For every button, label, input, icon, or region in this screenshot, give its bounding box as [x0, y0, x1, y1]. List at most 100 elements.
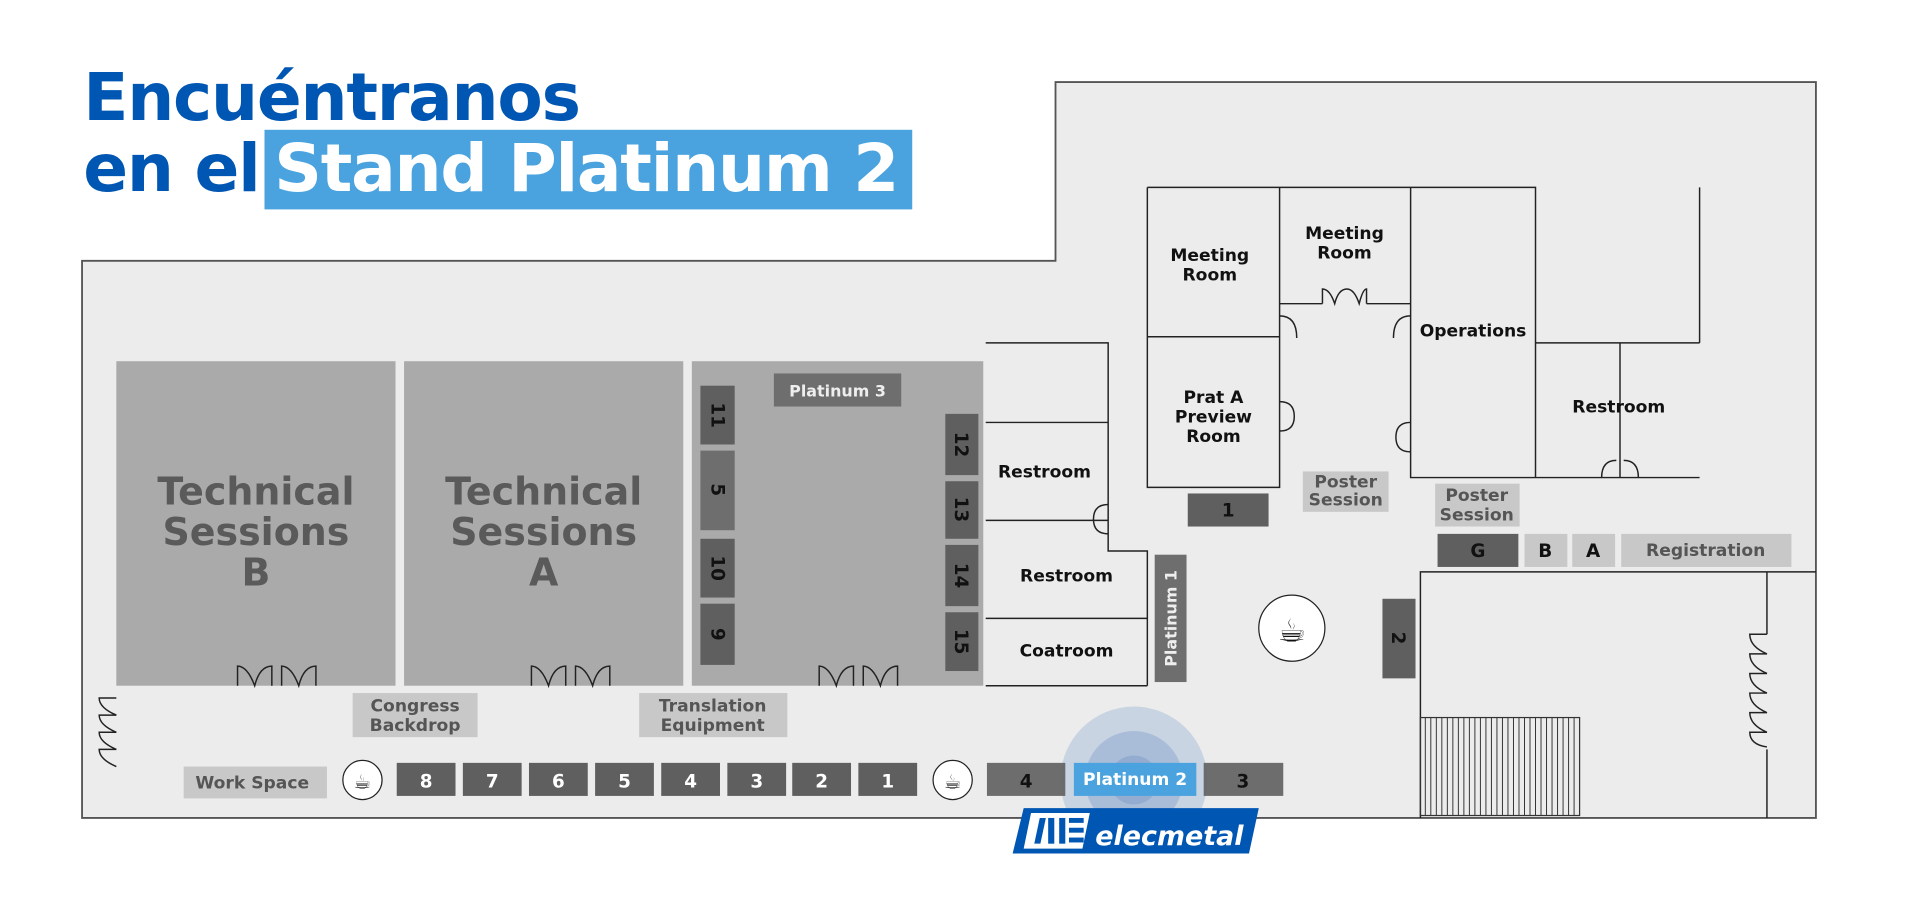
booth-b[interactable]: B: [1524, 533, 1568, 567]
svg-text:B: B: [1538, 541, 1552, 562]
elecmetal-logo: elecmetal: [1012, 808, 1259, 854]
svg-text:A: A: [529, 550, 559, 594]
svg-text:11: 11: [706, 402, 727, 428]
svg-text:9: 9: [706, 628, 727, 641]
booth-bottom-6[interactable]: 6: [528, 762, 588, 796]
svg-text:Session: Session: [1309, 491, 1383, 511]
svg-text:Technical: Technical: [157, 469, 354, 513]
svg-text:5: 5: [706, 483, 727, 496]
upper-rooms: [1146, 186, 1701, 489]
svg-text:7: 7: [486, 771, 499, 792]
coatroom-label: Coatroom: [1020, 641, 1114, 661]
work-space[interactable]: Work Space: [183, 766, 327, 799]
coffee-icon: ☕: [1258, 594, 1326, 662]
svg-text:4: 4: [1020, 771, 1033, 792]
booth-14[interactable]: 14: [945, 544, 979, 607]
prat-a-line3: Room: [1186, 427, 1241, 447]
svg-text:8: 8: [420, 771, 433, 792]
svg-text:Sessions: Sessions: [162, 510, 349, 554]
svg-text:14: 14: [950, 563, 971, 589]
booth-bottom-1[interactable]: 1: [858, 762, 918, 796]
svg-text:Platinum 2: Platinum 2: [1083, 770, 1187, 790]
meeting-room-2-line2: Room: [1317, 243, 1372, 263]
booth-13[interactable]: 13: [945, 481, 979, 539]
operations-label: Operations: [1420, 322, 1527, 342]
booth-center-1[interactable]: 1: [1187, 493, 1269, 527]
booth-bottom-5[interactable]: 5: [595, 762, 654, 796]
booth-9[interactable]: 9: [700, 603, 735, 665]
service-rooms: [985, 342, 1149, 687]
restroom-1-label: Restroom: [998, 463, 1091, 483]
svg-text:5: 5: [618, 771, 631, 792]
title-line-1: Encuéntranos: [83, 58, 581, 136]
booth-11[interactable]: 11: [700, 385, 735, 445]
booth-bottom-3[interactable]: 3: [727, 762, 787, 796]
svg-text:Translation: Translation: [659, 696, 767, 716]
platinum-3-label: Platinum 3: [789, 382, 886, 401]
svg-text:Poster: Poster: [1314, 472, 1377, 492]
booth-3-near-platinum-2[interactable]: 3: [1203, 762, 1284, 796]
svg-text:Congress: Congress: [370, 696, 459, 716]
title-prefix: en el: [83, 129, 261, 207]
room-technical-sessions-a[interactable]: Technical Sessions A: [404, 361, 684, 689]
svg-text:Poster: Poster: [1445, 486, 1508, 506]
svg-text:B: B: [241, 550, 270, 594]
svg-text:2: 2: [815, 771, 828, 792]
booth-bottom-2[interactable]: 2: [792, 762, 852, 796]
platinum-2-stand[interactable]: Platinum 2: [1073, 762, 1197, 796]
booth-bottom-8[interactable]: 8: [396, 762, 456, 796]
room-technical-sessions-b[interactable]: Technical Sessions B: [116, 361, 396, 689]
svg-text:12: 12: [950, 432, 971, 458]
booth-4-near-platinum-2[interactable]: 4: [986, 762, 1066, 796]
prat-a-line2: Preview: [1175, 407, 1252, 427]
svg-text:15: 15: [950, 629, 971, 655]
meeting-room-1-line1: Meeting: [1170, 246, 1249, 266]
svg-text:3: 3: [1236, 771, 1249, 792]
restroom-2-label: Restroom: [1020, 567, 1113, 587]
left-entrance-door: [98, 697, 117, 768]
svg-text:1: 1: [881, 771, 894, 792]
coffee-icon: ☕: [342, 759, 383, 801]
restroom-right-label: Restroom: [1572, 398, 1665, 418]
svg-text:Backdrop: Backdrop: [370, 716, 461, 736]
svg-text:A: A: [1586, 541, 1601, 562]
booth-12[interactable]: 12: [945, 413, 979, 476]
svg-text:elecmetal: elecmetal: [1095, 821, 1244, 852]
svg-text:3: 3: [750, 771, 763, 792]
svg-text:4: 4: [684, 771, 697, 792]
svg-text:13: 13: [950, 497, 971, 523]
title-highlight: Stand Platinum 2: [264, 129, 913, 210]
registration-desk[interactable]: Registration: [1621, 533, 1792, 567]
svg-text:☕: ☕: [354, 771, 372, 794]
svg-text:2: 2: [1387, 632, 1408, 645]
meeting-room-2-line1: Meeting: [1305, 224, 1384, 244]
booth-a[interactable]: A: [1572, 533, 1616, 567]
platinum-1-stand[interactable]: Platinum 1: [1154, 554, 1187, 683]
svg-text:1: 1: [1222, 501, 1235, 522]
prat-a-line1: Prat A: [1183, 388, 1244, 408]
room-platinum-3[interactable]: Platinum 3: [691, 361, 984, 689]
booth-10[interactable]: 10: [700, 538, 735, 598]
coffee-icon: ☕: [932, 759, 973, 801]
booth-bottom-4[interactable]: 4: [661, 762, 721, 796]
svg-text:Technical: Technical: [445, 469, 642, 513]
svg-text:G: G: [1470, 541, 1485, 562]
meeting-room-1-line2: Room: [1183, 265, 1238, 285]
svg-text:10: 10: [706, 555, 727, 581]
svg-text:Sessions: Sessions: [450, 510, 637, 554]
booth-5-vertical[interactable]: 5: [700, 450, 735, 531]
booth-center-2[interactable]: 2: [1382, 598, 1416, 679]
booth-g[interactable]: G: [1437, 533, 1519, 567]
svg-text:Session: Session: [1440, 505, 1514, 525]
booth-15[interactable]: 15: [945, 612, 979, 672]
booth-bottom-7[interactable]: 7: [462, 762, 522, 796]
svg-text:Equipment: Equipment: [661, 716, 765, 736]
stairs: [1419, 716, 1581, 817]
